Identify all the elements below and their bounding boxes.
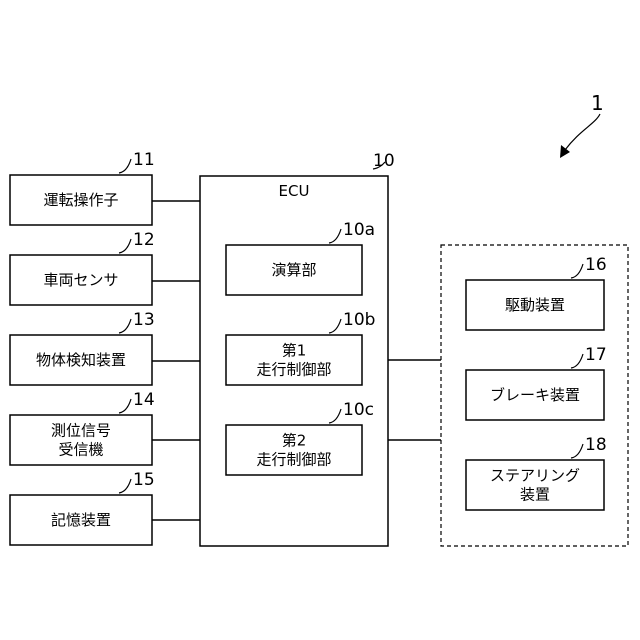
ecu-unit-first-ctrl-ref: 10b [343, 310, 375, 330]
system-ref-leader [565, 114, 600, 150]
ecu-unit-second-ctrl-label-line: 走行制御部 [256, 451, 331, 469]
ecu-label: ECU [279, 182, 310, 200]
system-ref-arrowhead [560, 145, 570, 158]
ecu-ref: 10 [373, 151, 395, 171]
input-vehicle-sensor-ref-leader [119, 239, 131, 253]
output-brake-device: ブレーキ装置 17 [466, 345, 607, 420]
input-positioning-receiver-label-line: 測位信号 [51, 422, 111, 440]
input-driving-operator-ref: 11 [133, 150, 155, 170]
output-brake-device-label-line: ブレーキ装置 [490, 386, 580, 404]
output-steering-device-ref: 18 [585, 435, 607, 455]
ecu-unit-calc-label-line: 演算部 [271, 261, 316, 279]
ecu-unit-first-ctrl-label-line: 走行制御部 [256, 361, 331, 379]
system-ref-group: 1 [560, 91, 604, 158]
output-brake-device-ref-leader [571, 354, 583, 368]
output-steering-device-label-line: ステアリング [490, 467, 580, 485]
input-object-detector: 物体検知装置 13 [10, 310, 155, 385]
input-storage-device: 記憶装置 15 [10, 470, 155, 545]
input-object-detector-ref-leader [119, 319, 131, 333]
input-vehicle-sensor-label-line: 車両センサ [43, 271, 118, 289]
input-storage-device-ref: 15 [133, 470, 155, 490]
ecu-unit-second-ctrl-ref: 10c [343, 400, 374, 420]
input-positioning-receiver: 測位信号受信機 14 [10, 390, 155, 465]
input-driving-operator: 運転操作子 11 [10, 150, 155, 225]
output-drive-device: 駆動装置 16 [466, 255, 607, 330]
input-positioning-receiver-label-line: 受信機 [58, 441, 103, 459]
output-brake-device-ref: 17 [585, 345, 607, 365]
input-driving-operator-ref-leader [119, 159, 131, 173]
input-driving-operator-label-line: 運転操作子 [43, 191, 118, 209]
input-vehicle-sensor-ref: 12 [133, 230, 155, 250]
ecu-unit-first-ctrl-label-line: 第1 [282, 342, 307, 360]
output-drive-device-ref-leader [571, 264, 583, 278]
ecu-unit-second-ctrl-label-line: 第2 [282, 432, 307, 450]
input-vehicle-sensor: 車両センサ 12 [10, 230, 155, 305]
input-storage-device-label-line: 記憶装置 [51, 511, 111, 529]
output-steering-device-ref-leader [571, 444, 583, 458]
input-positioning-receiver-ref: 14 [133, 390, 155, 410]
output-drive-device-ref: 16 [585, 255, 607, 275]
output-drive-device-label-line: 駆動装置 [505, 296, 565, 314]
ecu-unit-calc-ref: 10a [343, 220, 375, 240]
input-object-detector-ref: 13 [133, 310, 155, 330]
input-storage-device-ref-leader [119, 479, 131, 493]
output-steering-device-label-line: 装置 [520, 486, 550, 504]
input-object-detector-label-line: 物体検知装置 [36, 351, 126, 369]
output-steering-device: ステアリング装置 18 [466, 435, 607, 510]
input-positioning-receiver-ref-leader [119, 399, 131, 413]
system-ref: 1 [591, 91, 604, 115]
